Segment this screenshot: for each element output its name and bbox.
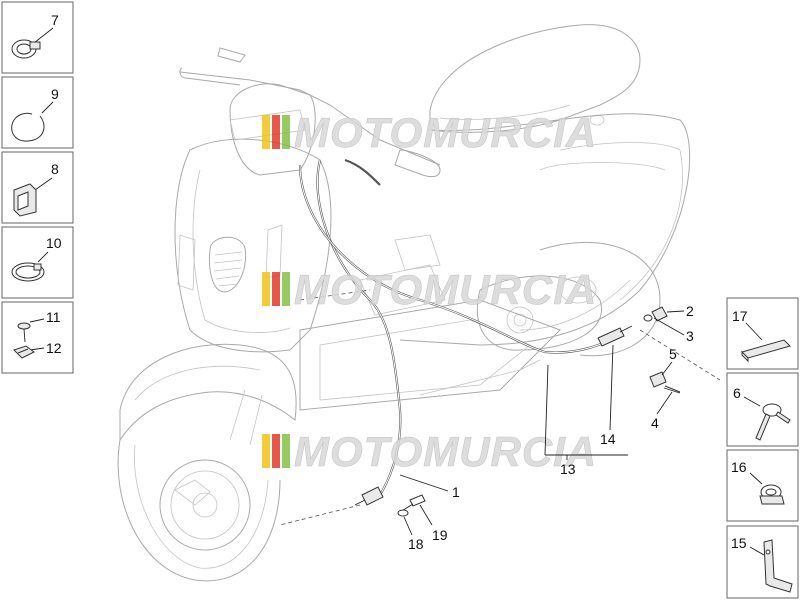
part-box-17: 17 [726, 297, 799, 370]
reference-line [299, 289, 371, 301]
part-box-15: 15 [726, 525, 799, 599]
reference-line [639, 329, 721, 381]
part-number: 16 [731, 459, 747, 475]
cable-clip-icon [13, 183, 37, 217]
part-number: 10 [46, 235, 62, 251]
watermark-stripe [282, 272, 290, 306]
part-box-11-12: 11 12 [1, 301, 74, 374]
watermark-stripe [282, 434, 290, 468]
watermark-stripe [272, 115, 280, 149]
part-box-8: 8 [1, 151, 74, 224]
bracket-icon [763, 539, 793, 593]
part-box-9: 9 [1, 76, 74, 149]
part-box-16: 16 [726, 449, 799, 522]
watermark-stripe [262, 115, 270, 149]
part-box-10: 10 [1, 226, 74, 299]
part-number: 8 [51, 161, 59, 177]
scooter-illustration [117, 24, 691, 582]
part-number: 7 [51, 12, 59, 28]
brake-cable-assembly [298, 158, 633, 517]
callout-number: 1 [452, 484, 460, 500]
clip-nut-icon [13, 345, 35, 359]
cable-clamp-icon [759, 484, 785, 505]
callout-number: 18 [408, 536, 424, 552]
watermark-stripe [272, 434, 280, 468]
part-box-6: 6 [726, 372, 799, 447]
callout-number: 4 [651, 415, 659, 431]
right-parts-column: 17 6 16 [726, 297, 799, 599]
watermark-stripe [272, 272, 280, 306]
band-clamp-icon [11, 262, 45, 282]
cable-tie-icon [755, 403, 791, 441]
callouts: 2 3 5 4 14 13 1 18 19 [399, 303, 694, 552]
left-parts-column: 7 9 8 [1, 1, 74, 374]
watermark-text: MOTOMURCIA [294, 266, 597, 313]
callout-number: 2 [686, 303, 694, 319]
watermark-text: MOTOMURCIA [294, 109, 597, 156]
part-box-7: 7 [1, 1, 74, 74]
hose-clamp-icon [11, 39, 41, 59]
part-number: 6 [733, 385, 741, 401]
loose-parts-right [643, 306, 681, 394]
callout-number: 19 [432, 527, 448, 543]
watermark-stripe [262, 434, 270, 468]
part-number: 11 [46, 309, 61, 325]
part-number: 12 [46, 340, 62, 356]
spring-ring-icon [11, 112, 45, 142]
reference-line [279, 504, 361, 526]
watermark-motomurcia: MOTOMURCIA MOTOMURCIA MOTOMURCIA [262, 109, 597, 475]
watermark-stripe [282, 115, 290, 149]
adhesive-pad-icon [741, 339, 791, 363]
part-number: 15 [731, 535, 747, 551]
part-number: 9 [51, 86, 59, 102]
watermark-stripe [262, 272, 270, 306]
watermark-text: MOTOMURCIA [294, 428, 597, 475]
callout-number: 3 [686, 328, 694, 344]
callout-number: 5 [669, 346, 677, 362]
callout-number: 14 [600, 431, 616, 447]
callout-number: 13 [560, 461, 576, 477]
part-number: 17 [732, 308, 748, 324]
screw-icon [17, 322, 31, 343]
